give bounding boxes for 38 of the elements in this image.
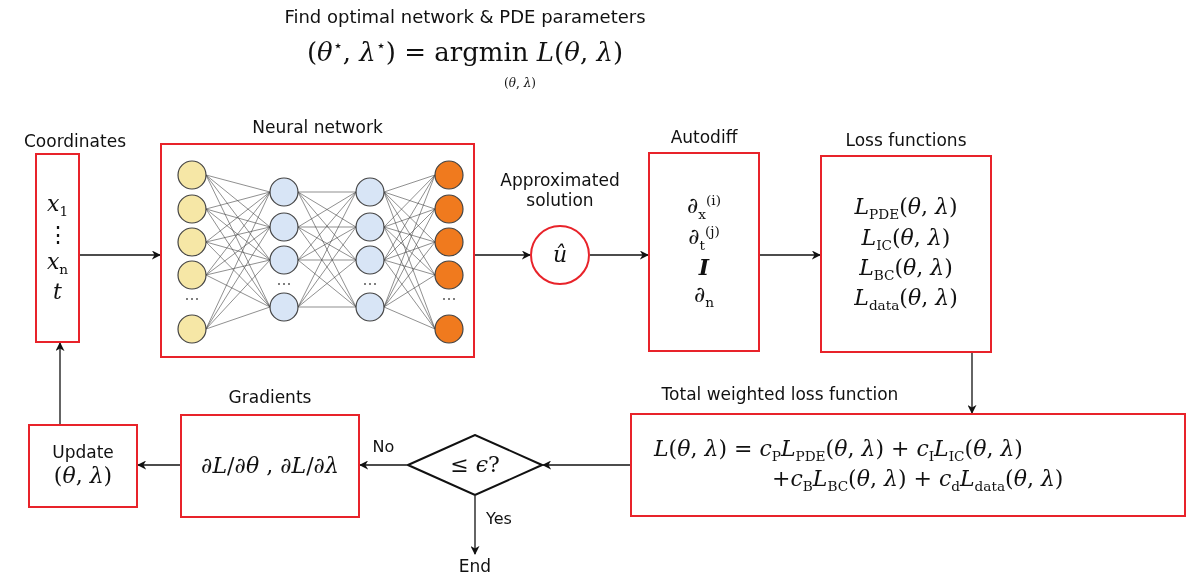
formula-subscript: (θ, λ) <box>503 76 537 92</box>
math-text: ∂L/∂θ , ∂L/∂λ <box>201 452 339 480</box>
math-text: ≤ ϵ? <box>450 451 500 479</box>
math-text: (θ, λ) <box>53 462 113 490</box>
arrow <box>589 250 649 260</box>
diagram-title: Find optimal network & PDE parameters <box>283 6 647 29</box>
node-caption: Approximated solution <box>499 170 621 213</box>
box-heading: Total weighted loss function <box>660 384 900 406</box>
arrow <box>79 250 161 260</box>
math-text: x$_{1}$ <box>46 190 69 221</box>
box-heading: Coordinates <box>22 131 128 153</box>
math-text: L(θ, λ) = c$_{P}$L$_{PDE}$(θ, λ) + c$_{I}$L$_{IC}$(θ, λ) <box>652 434 1023 465</box>
math-text: L$_{IC}$(θ, λ) <box>861 223 951 254</box>
box-heading: Autodiff <box>669 127 739 149</box>
arrow <box>359 460 408 470</box>
math-text: I <box>698 253 710 282</box>
arrow <box>137 460 181 470</box>
math-text: ∂$_{n}$ <box>693 281 715 312</box>
arrow <box>542 460 631 470</box>
formula-text: (θ$^{⋆}$, λ$^{⋆}$) = argmin L(θ, λ) <box>305 36 625 69</box>
arrow <box>55 342 65 425</box>
box-heading: Neural network <box>251 117 384 139</box>
math-text: +c$_{B}$L$_{BC}$(θ, λ) + c$_{d}$L$_{data}$(θ, λ) <box>771 465 1064 496</box>
math-text: û <box>552 241 568 269</box>
box-heading: Loss functions <box>844 130 968 152</box>
math-text: x$_{n}$ <box>46 248 69 279</box>
box-heading: Gradients <box>227 387 313 409</box>
arrow <box>967 352 977 414</box>
box-label: Update <box>52 442 114 463</box>
math-text: L$_{BC}$(θ, λ) <box>859 254 953 285</box>
arrow <box>759 250 821 260</box>
math-text: L$_{PDE}$(θ, λ) <box>854 193 958 224</box>
math-text: L$_{data}$(θ, λ) <box>854 284 958 315</box>
math-text: ⋮ <box>46 220 69 248</box>
arrow <box>474 250 531 260</box>
arrow <box>470 495 480 555</box>
end-label: End <box>458 555 492 577</box>
math-text: t <box>53 278 62 306</box>
